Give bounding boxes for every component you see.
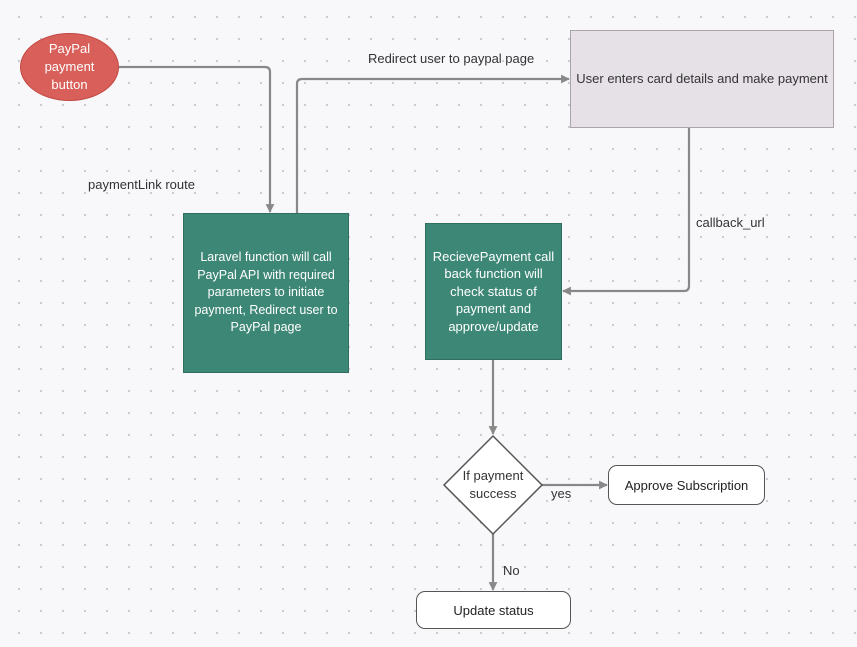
update-status-node[interactable]: Update status [416, 591, 571, 629]
no-edge-label: No [503, 563, 520, 578]
payment-link-edge-label: paymentLink route [88, 177, 195, 192]
receive-payment-node[interactable]: RecievePayment call back function will c… [425, 223, 562, 360]
yes-edge-label: yes [551, 486, 572, 501]
paypal-button-label: PayPal payment button [44, 41, 95, 92]
redirect-edge-label: Redirect user to paypal page [368, 51, 535, 66]
laravel-function-node[interactable]: Laravel function will call PayPal API wi… [183, 213, 349, 373]
laravel-function-label: Laravel function will call PayPal API wi… [194, 250, 338, 335]
update-status-label: Update status [453, 602, 534, 618]
receive-payment-label: RecievePayment call back function will c… [432, 248, 555, 334]
card-payment-node[interactable]: User enters card details and make paymen… [570, 30, 834, 128]
connector-callback [562, 128, 691, 296]
paypal-button-node[interactable]: PayPal payment button [20, 33, 119, 101]
decision-label: If payment success [462, 468, 524, 501]
callback-edge-label: callback_url [696, 215, 765, 230]
card-payment-label: User enters card details and make paymen… [576, 71, 828, 86]
approve-subscription-label: Approve Subscription [624, 477, 749, 493]
approve-subscription-node[interactable]: Approve Subscription [608, 465, 765, 505]
